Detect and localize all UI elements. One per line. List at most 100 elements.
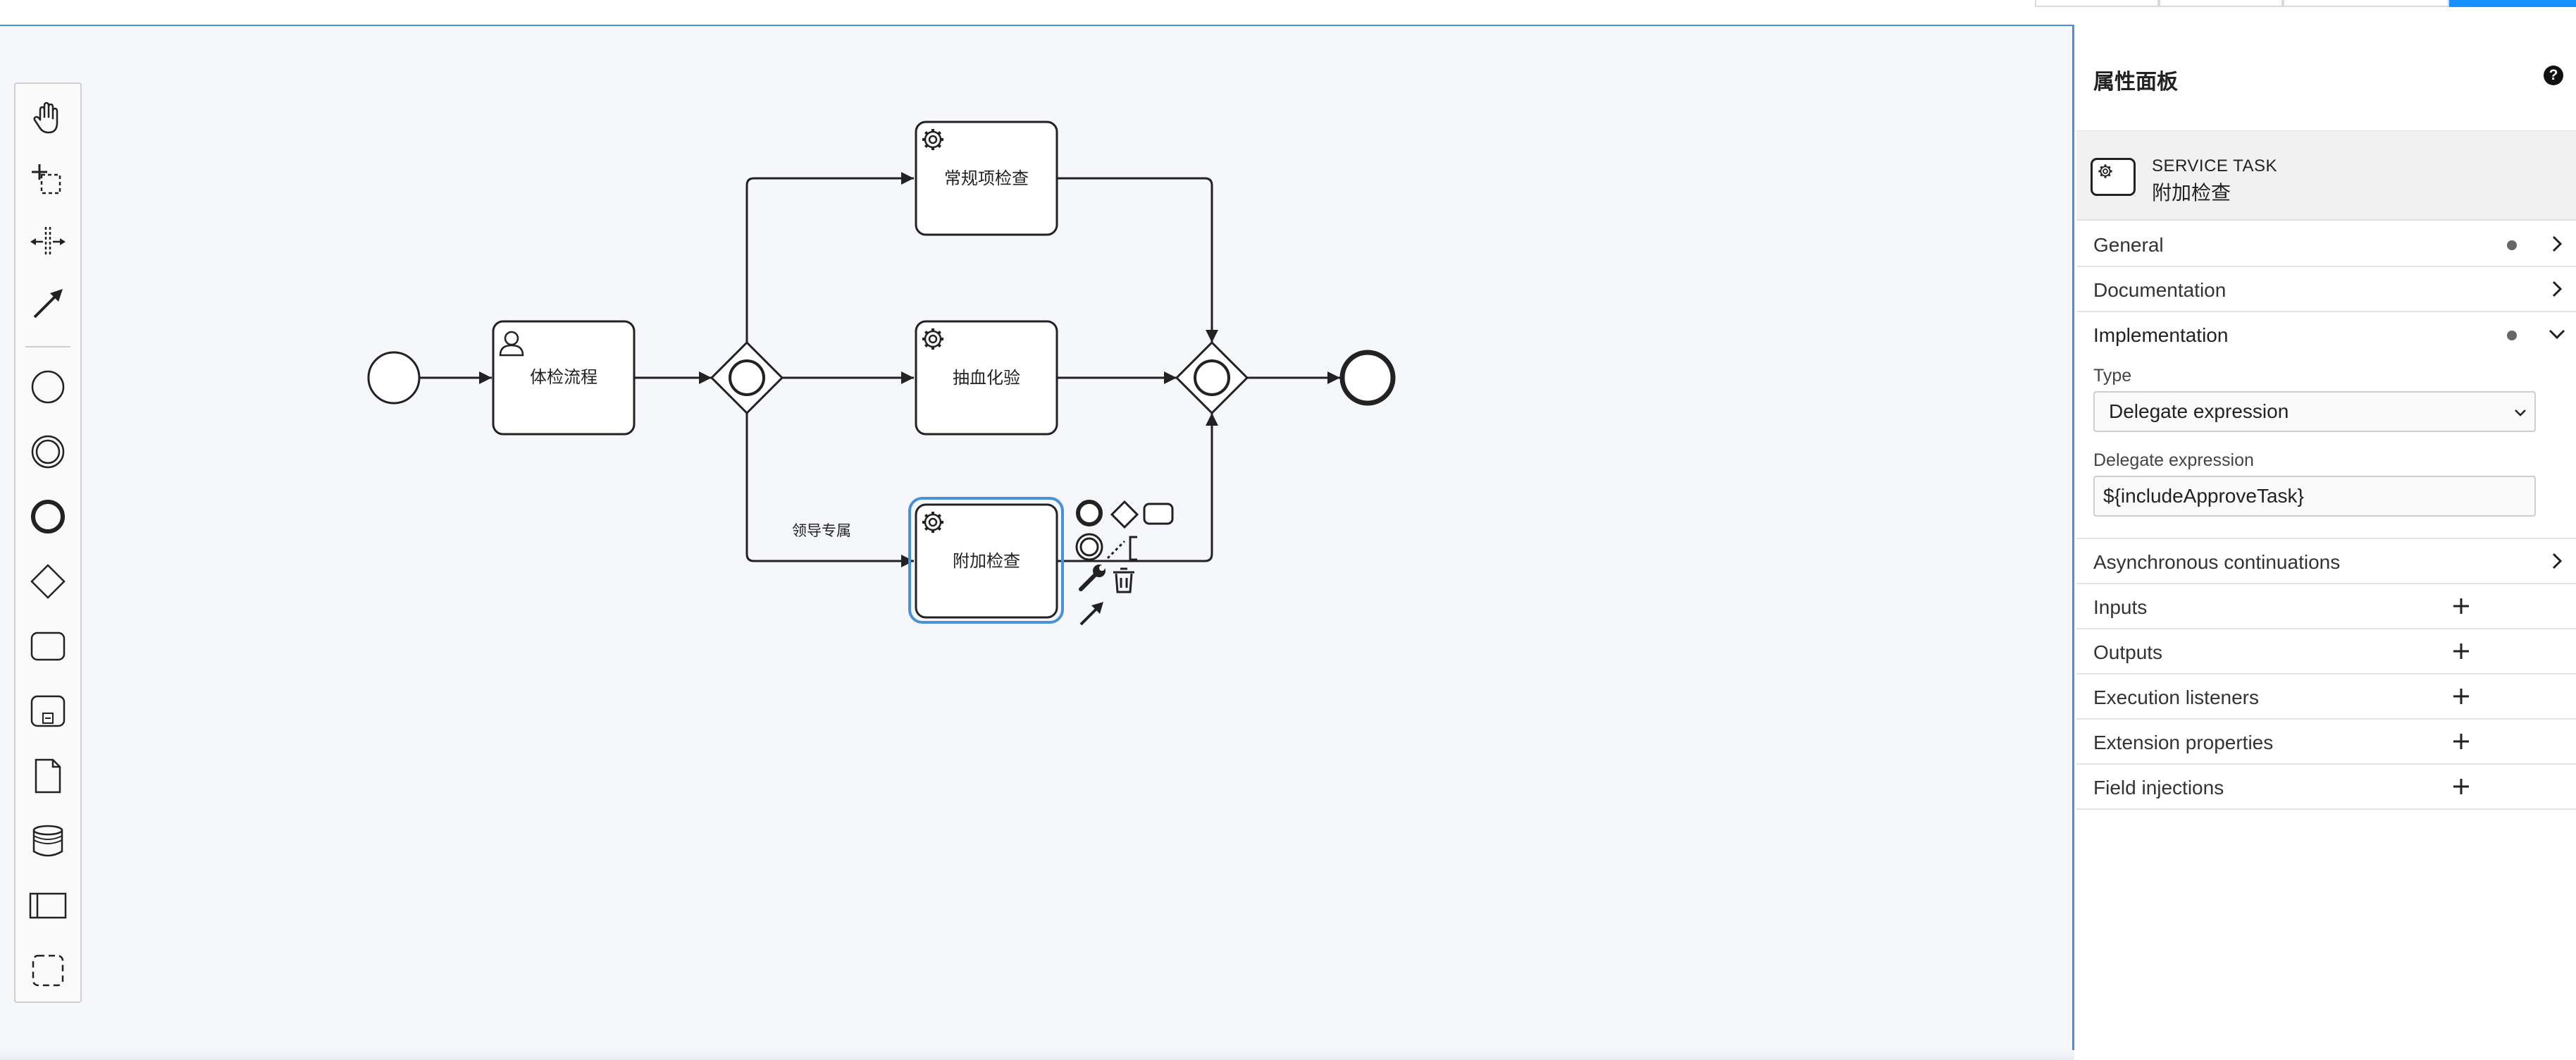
flow-gateway-to-routine <box>745 172 914 343</box>
group-implementation-label[interactable]: Implementation <box>2093 324 2229 346</box>
bpmn-canvas[interactable]: 体检流程 常规项检查 抽血化验 <box>0 25 2074 1060</box>
create-subprocess[interactable] <box>16 683 80 739</box>
pool-icon <box>29 892 67 919</box>
chevron-right-icon <box>2552 553 2563 569</box>
group-documentation-label: Documentation <box>2093 279 2227 301</box>
append-end-event-icon[interactable] <box>1076 500 1103 526</box>
gateway-icon <box>30 564 66 599</box>
chevron-right-icon <box>2552 235 2563 252</box>
chevron-right-icon <box>2552 281 2563 297</box>
toolbar-primary-button[interactable] <box>2449 0 2576 7</box>
end-event[interactable] <box>1339 350 1396 406</box>
end-event-icon <box>31 500 65 534</box>
properties-panel-header: 属性面板 ? <box>2076 25 2576 130</box>
group-execution-listeners-label: Execution listeners <box>2093 686 2260 708</box>
chevron-down-icon[interactable] <box>2545 322 2569 346</box>
toolbar-button-3[interactable] <box>2283 0 2449 7</box>
append-task-icon[interactable] <box>1143 503 1174 525</box>
group-async-label: Asynchronous continuations <box>2093 551 2341 573</box>
element-type: SERVICE TASK <box>2152 156 2278 175</box>
text-annotation-icon[interactable] <box>1106 536 1137 561</box>
group-inputs-label: Inputs <box>2093 596 2148 618</box>
plus-icon[interactable] <box>2449 729 2473 753</box>
group-extension-properties[interactable]: Extension properties <box>2076 720 2576 765</box>
hand-tool[interactable] <box>16 90 80 146</box>
toolbar-button-group <box>2035 0 2576 7</box>
intermediate-event-icon <box>31 435 65 469</box>
space-tool[interactable] <box>16 214 80 270</box>
type-select[interactable]: Delegate expression <box>2093 391 2536 432</box>
gear-icon <box>921 128 945 152</box>
user-task-label: 体检流程 <box>530 367 597 387</box>
flow-gateway-to-extra <box>745 413 914 567</box>
data-object-icon <box>35 758 61 794</box>
group-field-injections-label: Field injections <box>2093 777 2224 799</box>
group-inputs[interactable]: Inputs <box>2076 584 2576 629</box>
global-connect-tool[interactable] <box>16 276 80 332</box>
type-label: Type <box>2093 366 2132 386</box>
chevron-down-icon <box>2515 409 2526 417</box>
group-outputs-label: Outputs <box>2093 641 2163 663</box>
group-general[interactable]: General <box>2076 222 2576 267</box>
user-icon <box>499 331 524 357</box>
extra-check-task[interactable]: 附加检查 <box>908 497 1064 624</box>
help-icon[interactable]: ? <box>2544 66 2563 85</box>
lasso-tool[interactable] <box>16 152 80 208</box>
toolbar-button-1[interactable] <box>2035 0 2159 7</box>
data-store-icon <box>32 825 63 857</box>
service-task-icon <box>2091 158 2136 196</box>
gear-icon <box>921 510 945 534</box>
group-implementation: Implementation Type Delegate expression … <box>2076 312 2576 539</box>
toolbar-button-2[interactable] <box>2159 0 2283 7</box>
create-intermediate-event[interactable] <box>16 424 80 480</box>
type-select-value: Delegate expression <box>2109 400 2289 422</box>
create-task[interactable] <box>16 618 80 674</box>
plus-icon[interactable] <box>2449 684 2473 708</box>
blood-test-label: 抽血化验 <box>953 368 1020 388</box>
routine-check-label: 常规项检查 <box>944 168 1029 188</box>
context-pad <box>1075 500 1174 626</box>
start-event[interactable] <box>367 351 421 405</box>
tool-palette <box>14 82 82 1003</box>
top-toolbar <box>0 0 2576 25</box>
connect-arrow-icon[interactable] <box>1079 602 1103 626</box>
group-outputs[interactable]: Outputs <box>2076 629 2576 674</box>
create-data-store[interactable] <box>16 813 80 869</box>
create-group[interactable] <box>16 942 80 999</box>
create-pool[interactable] <box>16 877 80 934</box>
delegate-expression-label: Delegate expression <box>2093 450 2254 470</box>
blood-test-task[interactable]: 抽血化验 <box>915 320 1058 436</box>
append-gateway-icon[interactable] <box>1110 500 1139 529</box>
wrench-icon[interactable] <box>1079 565 1106 591</box>
plus-icon[interactable] <box>2449 775 2473 799</box>
bpmn-diagram: 体检流程 常规项检查 抽血化验 <box>367 121 1396 626</box>
hand-icon <box>33 101 58 134</box>
flow-extra-to-join <box>1057 413 1218 562</box>
panel-title: 属性面板 <box>2093 70 2178 94</box>
gear-icon <box>921 327 945 351</box>
lasso-icon <box>32 164 61 195</box>
create-data-object[interactable] <box>16 748 80 804</box>
canvas-bottom-edge <box>0 1050 2074 1060</box>
fork-gateway[interactable] <box>710 340 784 415</box>
delegate-expression-input[interactable]: ${includeApproveTask} <box>2093 476 2536 517</box>
create-gateway[interactable] <box>16 553 80 610</box>
create-end-event[interactable] <box>16 488 80 545</box>
plus-icon[interactable] <box>2449 594 2473 618</box>
append-intermediate-event-icon[interactable] <box>1075 533 1103 561</box>
trash-icon[interactable] <box>1113 567 1134 593</box>
flow-routine-to-join <box>1057 177 1218 343</box>
create-start-event[interactable] <box>16 359 80 415</box>
plus-icon[interactable] <box>2449 639 2473 663</box>
routine-check-task[interactable]: 常规项检查 <box>915 121 1058 236</box>
palette-separator <box>25 346 70 347</box>
subprocess-icon <box>30 695 66 727</box>
group-execution-listeners[interactable]: Execution listeners <box>2076 674 2576 720</box>
sequence-flows <box>420 172 1340 567</box>
join-gateway[interactable] <box>1175 340 1249 415</box>
group-field-injections[interactable]: Field injections <box>2076 765 2576 810</box>
group-asynchronous-continuations[interactable]: Asynchronous continuations <box>2076 539 2576 584</box>
properties-panel: 属性面板 ? SERV <box>2076 25 2576 1060</box>
user-task[interactable]: 体检流程 <box>492 320 636 436</box>
group-documentation[interactable]: Documentation <box>2076 267 2576 312</box>
